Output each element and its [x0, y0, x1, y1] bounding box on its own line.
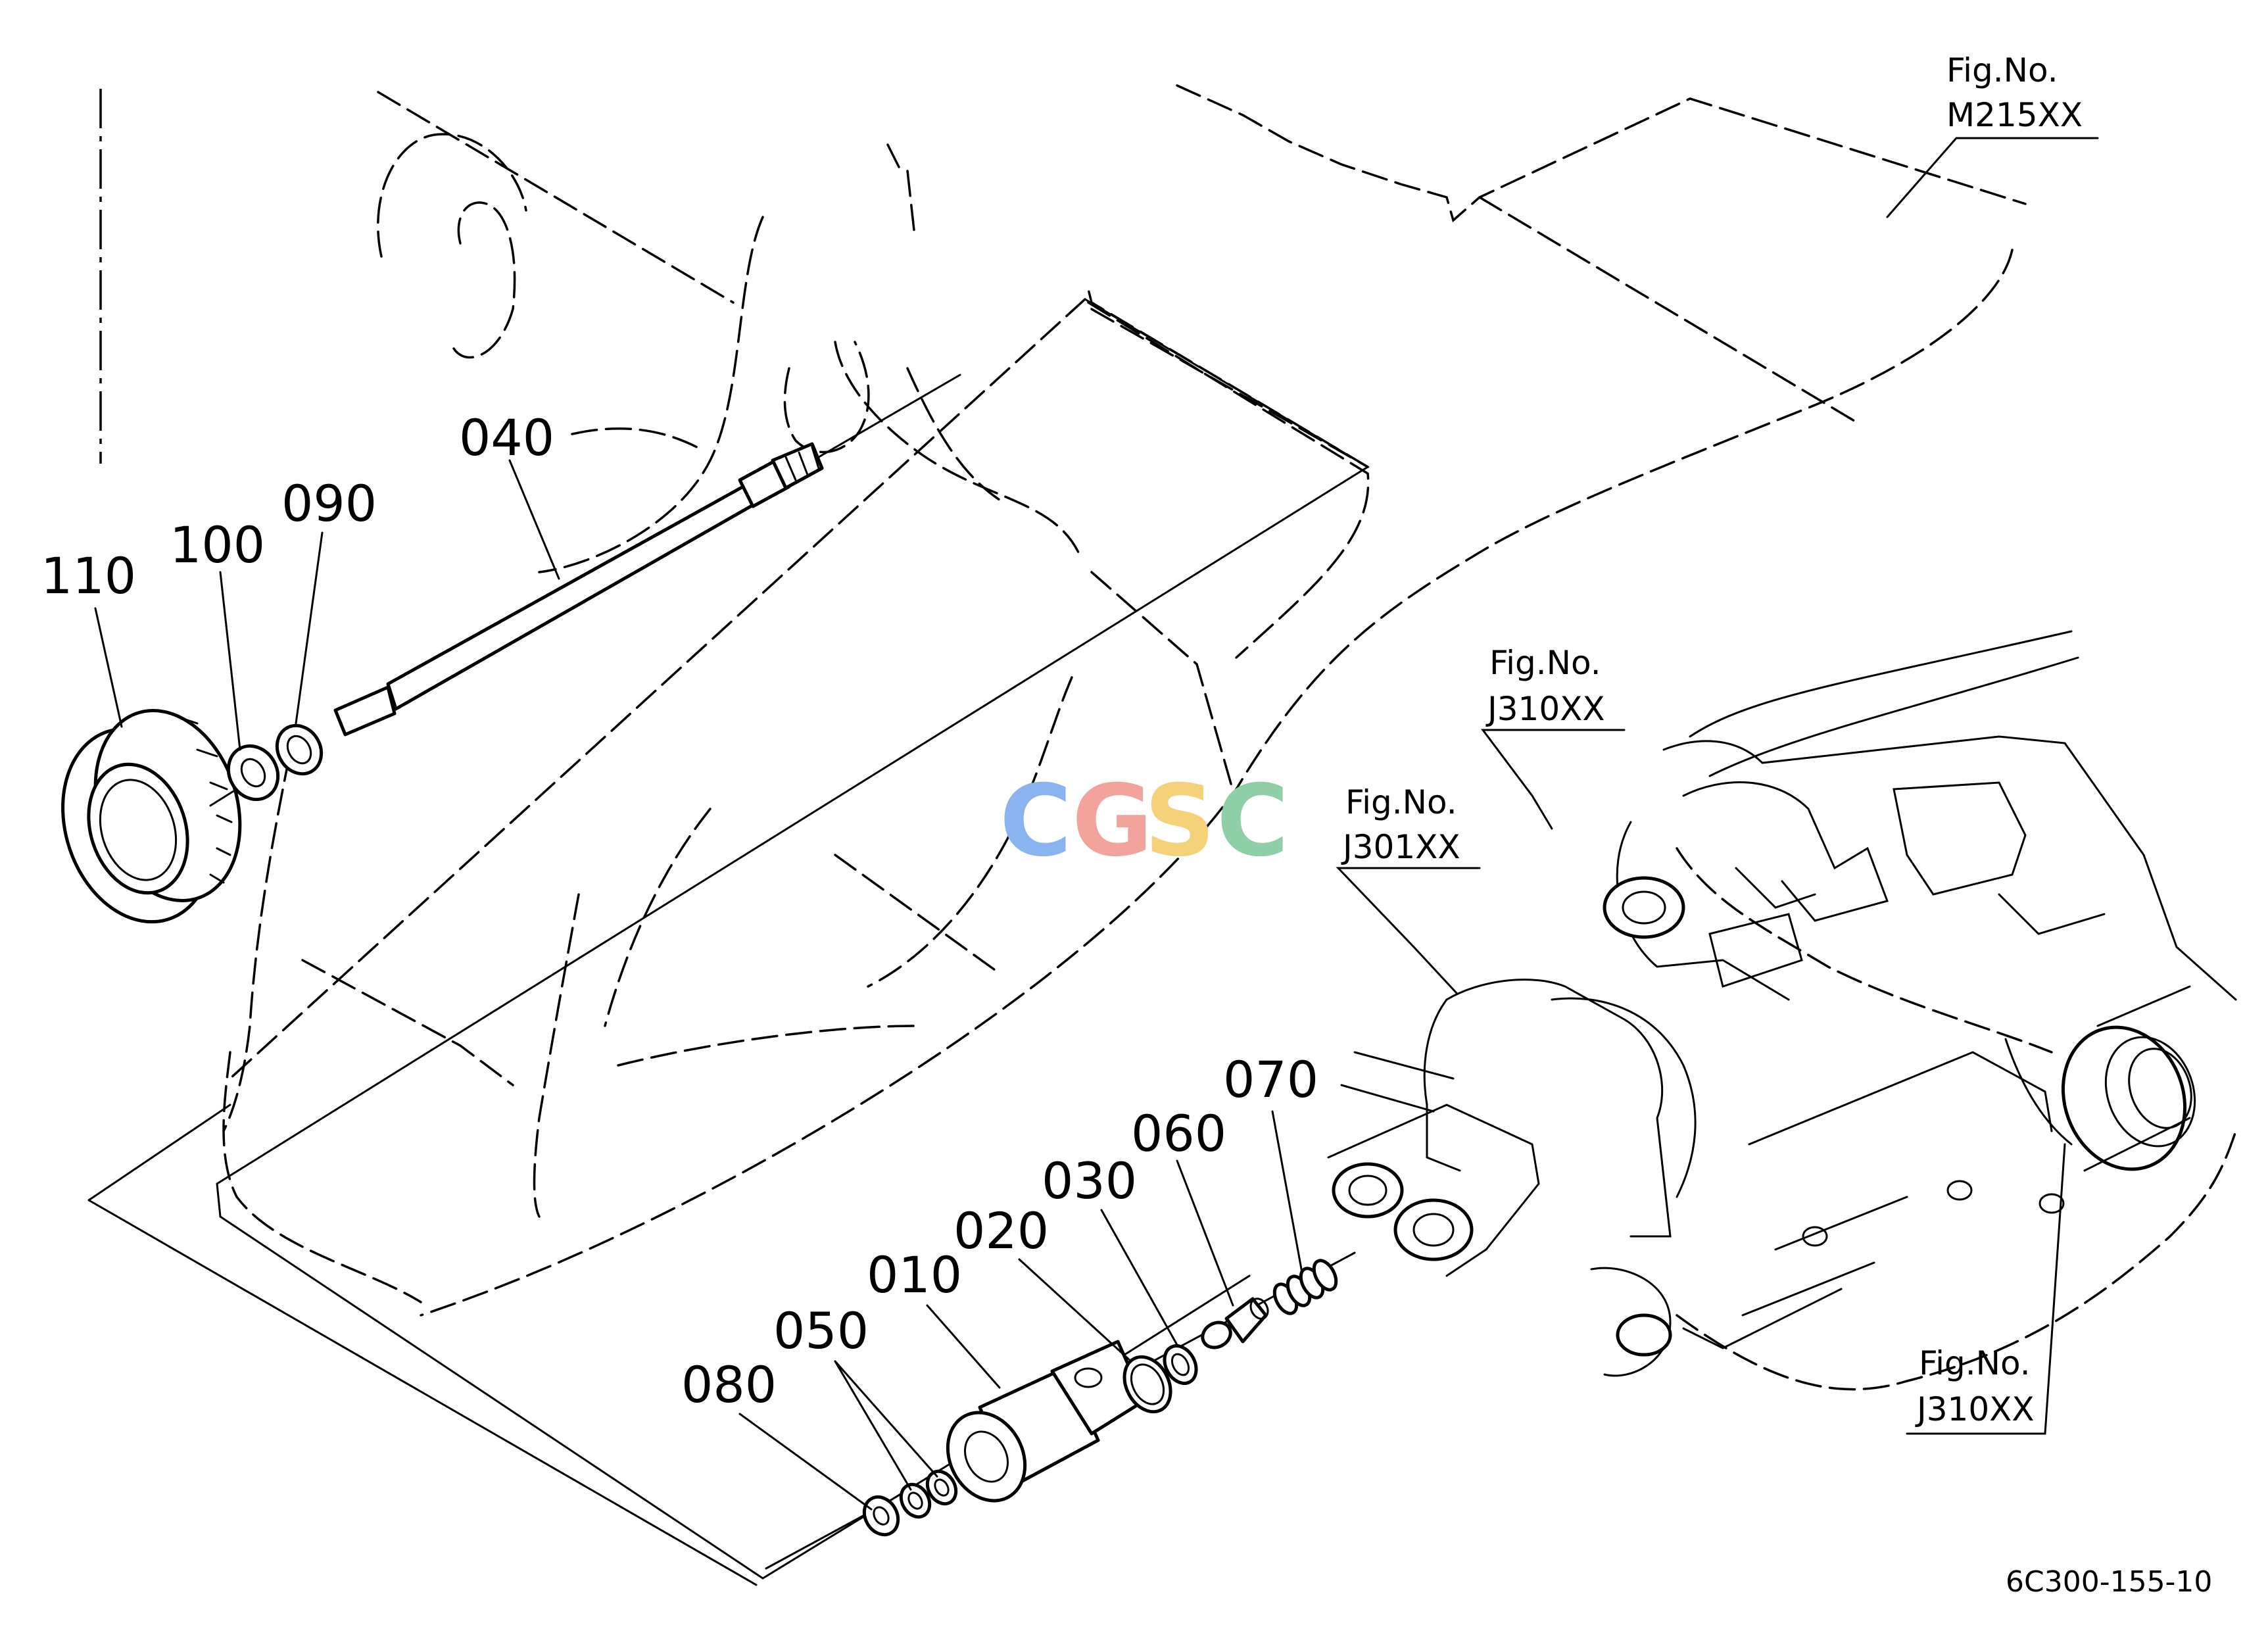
part-020-oring	[1122, 1355, 1172, 1414]
label-070: 070	[1223, 1050, 1318, 1109]
diagram-code: 6C300-155-10	[2006, 1565, 2212, 1599]
fig-ref-m215-title: Fig.No.	[1946, 51, 2058, 89]
figure-references: Fig.No. M215XX Fig.No. J310XX Fig.No. J3…	[1341, 51, 2083, 1428]
label-040: 040	[459, 408, 554, 467]
part-050-orings	[899, 1469, 958, 1519]
part-070-spring	[1272, 1259, 1338, 1315]
label-060: 060	[1131, 1104, 1226, 1163]
fig-ref-j310-upper-title: Fig.No.	[1489, 644, 1601, 682]
part-060-poppet	[1201, 1297, 1269, 1349]
label-080: 080	[681, 1355, 777, 1414]
part-080-clip	[862, 1495, 900, 1537]
watermark-letter: G	[1072, 764, 1153, 879]
label-090: 090	[281, 474, 377, 533]
part-040-shaft	[209, 374, 961, 807]
part-number-labels: 110 100 090 040 080 050 010 020 030 060 …	[41, 408, 1318, 1414]
valve-housing	[1327, 630, 2237, 1377]
part-110-knob	[61, 709, 242, 924]
watermark-letter: S	[1144, 764, 1215, 879]
fig-ref-j310-upper-code: J310XX	[1485, 690, 1605, 728]
watermark-letter: C	[1000, 764, 1072, 879]
fig-ref-j301-code: J301XX	[1341, 828, 1460, 866]
label-100: 100	[170, 516, 265, 574]
part-010-spool-sleeve	[946, 1340, 1146, 1503]
leader-lines	[94, 137, 2099, 1511]
fig-ref-j310-lower-title: Fig.No.	[1919, 1344, 2031, 1382]
label-050: 050	[773, 1301, 869, 1360]
label-020: 020	[953, 1201, 1049, 1260]
fig-ref-j301-title: Fig.No.	[1345, 783, 1457, 821]
housing-outline	[99, 84, 2237, 1391]
watermark-letter: C	[1217, 764, 1289, 879]
fig-ref-j310-lower-code: J310XX	[1915, 1390, 2035, 1428]
watermark-logo: C G S C	[1000, 764, 1289, 879]
part-030-oring	[1163, 1344, 1198, 1385]
part-090-oring	[275, 723, 324, 776]
label-030: 030	[1042, 1152, 1137, 1210]
label-010: 010	[867, 1246, 962, 1304]
label-110: 110	[41, 546, 136, 605]
fig-ref-m215-code: M215XX	[1946, 96, 2083, 134]
